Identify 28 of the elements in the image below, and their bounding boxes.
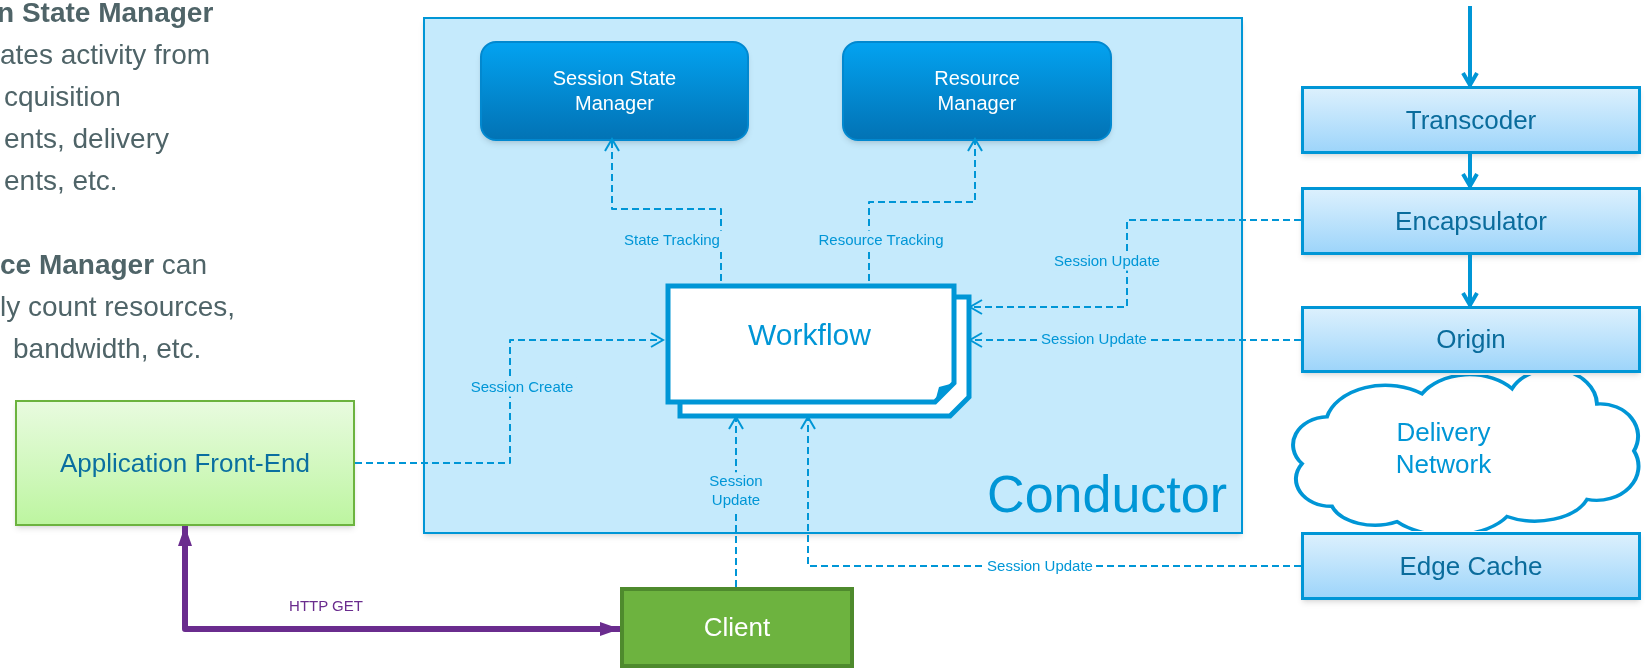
process-box: Encapsulator: [1301, 187, 1641, 255]
edge-label: State Tracking: [621, 230, 723, 250]
dashed-arrow: [969, 219, 1302, 315]
process-box: Client: [620, 587, 854, 668]
dashed-arrow: [354, 332, 664, 464]
description-text: cquisition: [4, 80, 121, 114]
arrow: [1461, 6, 1479, 87]
process-box: Resource Manager: [842, 41, 1112, 141]
process-box: Transcoder: [1301, 86, 1641, 154]
description-text: ates activity from: [0, 38, 211, 72]
description-text: ents, etc.: [4, 164, 118, 198]
description-text: ly count resources,: [0, 290, 235, 324]
description-text: ce Manager can: [0, 248, 207, 282]
arrow: [1461, 154, 1479, 188]
arrow: [178, 526, 620, 636]
process-box: Origin: [1301, 306, 1641, 373]
dashed-arrow: [604, 138, 722, 282]
container-box: [423, 17, 1243, 534]
process-box: Application Front-End: [15, 400, 355, 526]
container-title: Conductor: [987, 468, 1227, 520]
process-box: Session State Manager: [480, 41, 749, 141]
node-label: Workflow: [748, 317, 871, 353]
description-text: ents, delivery: [4, 122, 169, 156]
node-label: Delivery Network: [1394, 415, 1493, 481]
process-box: Edge Cache: [1301, 532, 1641, 600]
dashed-arrow: [868, 138, 983, 282]
description-text: bandwidth, etc.: [13, 332, 202, 366]
arrow: [1461, 255, 1479, 307]
